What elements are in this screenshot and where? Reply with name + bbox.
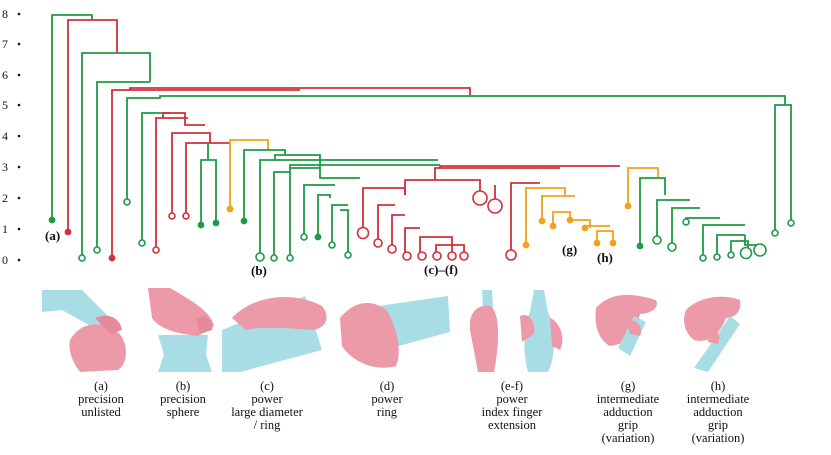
branch-precision-cf — [362, 165, 620, 255]
y-tick-3: 3 — [2, 160, 8, 174]
marker-label-cf: (c)–(f) — [424, 262, 458, 277]
y-tick-1: 1 — [2, 222, 8, 236]
y-tick-5: 5 — [2, 98, 8, 112]
grasp-image-e-f — [469, 290, 563, 372]
branch-power-middle — [259, 154, 440, 258]
y-tick-2: 2 — [2, 191, 8, 205]
caption-ef: (e-f) power index finger extension — [481, 379, 543, 432]
marker-label-a: (a) — [45, 228, 60, 243]
grasp-illustrations — [42, 288, 741, 372]
marker-label-b: (b) — [251, 263, 267, 278]
y-tick-6: 6 — [2, 68, 8, 82]
branch-intermediate — [525, 167, 659, 245]
grasp-image-b — [148, 288, 214, 372]
y-tick-4: 4 — [2, 129, 8, 143]
caption-a: (a) precision unlisted — [78, 379, 124, 419]
grasp-image-h — [684, 296, 741, 372]
caption-h: (h) intermediate adduction grip (variati… — [686, 379, 750, 445]
marker-label-h: (h) — [597, 250, 613, 265]
caption-b: (b) precision sphere — [160, 379, 206, 419]
branch-power-right — [639, 177, 761, 258]
y-tick-0: 0 — [2, 253, 8, 267]
y-axis: 8 7 6 5 4 3 2 1 0 — [2, 7, 21, 267]
caption-c: (c) power large diameter / ring — [231, 379, 303, 432]
branch-power-top — [51, 14, 792, 258]
dendrogram — [51, 14, 792, 258]
grasp-image-a — [42, 290, 126, 372]
marker-label-g: (g) — [562, 242, 577, 257]
leaf-markers — [48, 190, 795, 262]
y-tick-7: 7 — [2, 37, 8, 51]
grasp-image-g — [595, 294, 657, 356]
marker-labels: (a) (b) (c)–(f) (g) (h) — [45, 228, 613, 278]
branch-precision-top — [67, 19, 471, 258]
y-tick-8: 8 — [2, 7, 8, 21]
caption-g: (g) intermediate adduction grip (variati… — [596, 379, 660, 445]
branch-left-cluster — [141, 112, 286, 250]
grasp-image-d — [340, 296, 450, 368]
grasp-image-c — [222, 296, 327, 372]
caption-d: (d) power ring — [371, 379, 403, 419]
